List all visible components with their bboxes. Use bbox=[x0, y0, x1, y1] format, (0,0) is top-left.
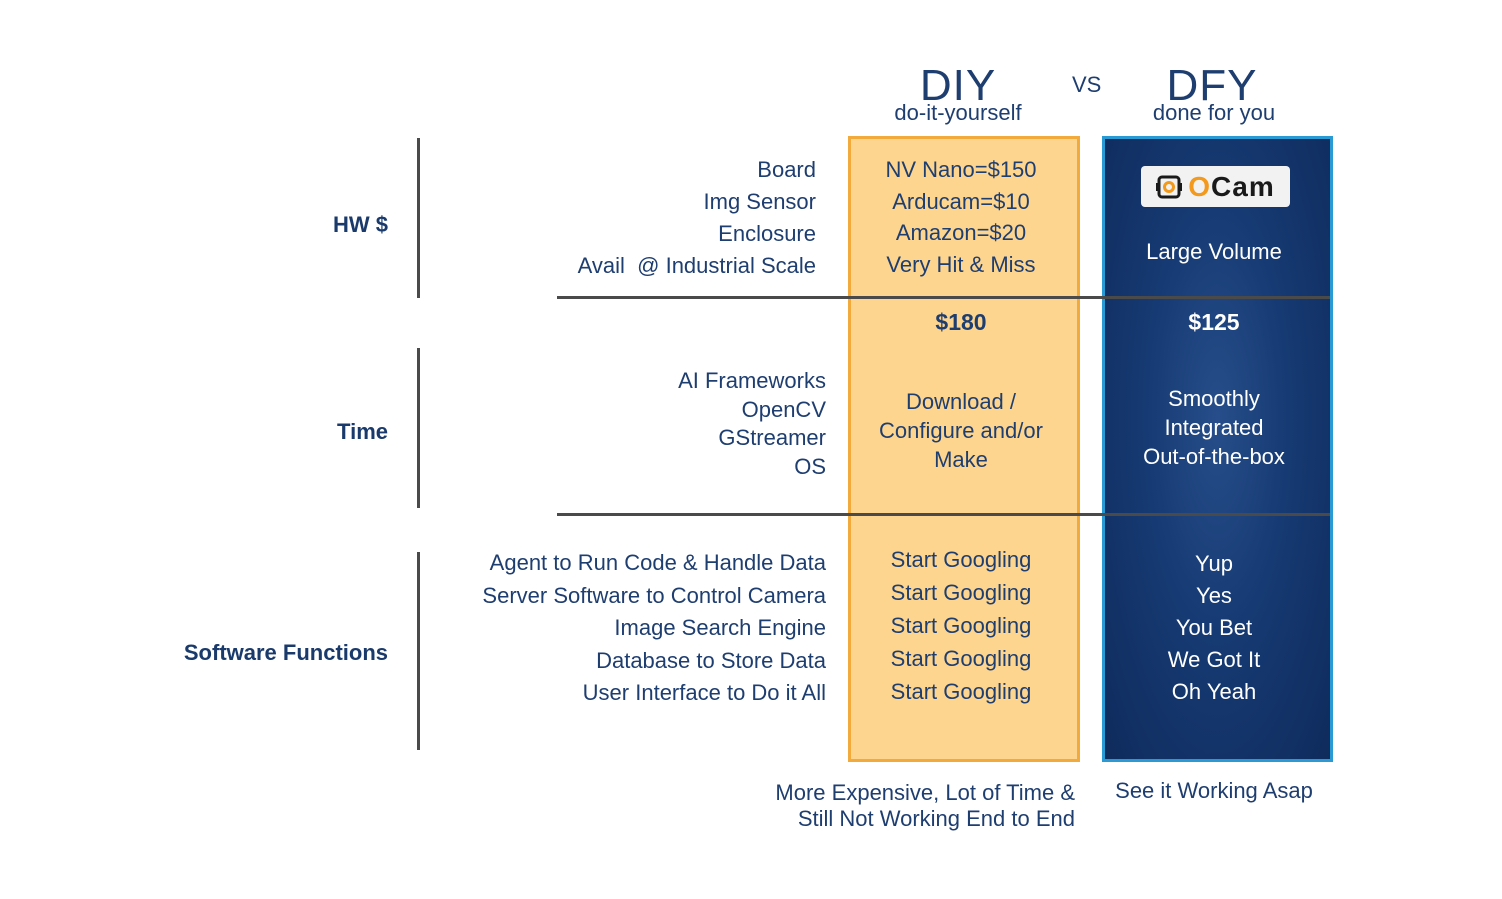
hw-diy-value: Amazon=$20 bbox=[895, 220, 1027, 245]
software-diy-value: Start Googling bbox=[890, 547, 1032, 572]
time-section-label: Time bbox=[337, 419, 388, 444]
software-divider-bar bbox=[417, 552, 420, 750]
hw-divider-bar bbox=[417, 138, 420, 298]
hw-dfy-value: Large Volume bbox=[1146, 239, 1282, 264]
ocam-logo: OCam bbox=[1141, 166, 1290, 207]
time-divider-bar bbox=[417, 348, 420, 508]
software-diy-value: Start Googling bbox=[890, 646, 1032, 671]
time-item: OpenCV bbox=[741, 396, 826, 422]
time-diy-values: Download / Configure and/or Make bbox=[851, 387, 1071, 474]
software-item: User Interface to Do it All bbox=[582, 680, 826, 705]
time-item: AI Frameworks bbox=[678, 368, 826, 393]
software-dfy-value: You Bet bbox=[1175, 615, 1253, 640]
hw-diy-value: NV Nano=$150 bbox=[885, 157, 1037, 182]
time-diy-value: Configure and/or bbox=[879, 418, 1043, 443]
time-dfy-value: Out-of-the-box bbox=[1143, 444, 1285, 469]
diy-footer: More Expensive, Lot of Time & Still Not … bbox=[700, 780, 1075, 832]
software-dfy-value: Yes bbox=[1196, 583, 1232, 608]
dfy-total: $125 bbox=[1188, 309, 1240, 335]
camera-chip-icon bbox=[1156, 175, 1183, 198]
time-diy-value: Download / bbox=[905, 389, 1017, 414]
software-diy-value: Start Googling bbox=[890, 580, 1032, 605]
hw-item: Img Sensor bbox=[703, 189, 817, 214]
software-dfy-values: Yup Yes You Bet We Got It Oh Yeah bbox=[1104, 548, 1324, 708]
diy-footer-line: More Expensive, Lot of Time & bbox=[775, 780, 1075, 805]
dfy-footer: See it Working Asap bbox=[1115, 778, 1313, 803]
diy-footer-line: Still Not Working End to End bbox=[797, 806, 1075, 831]
hw-diy-value: Arducam=$10 bbox=[892, 188, 1030, 214]
diy-title: DIY bbox=[919, 61, 997, 110]
time-item: OS bbox=[794, 453, 826, 479]
diy-subtitle: do-it-yourself bbox=[894, 100, 1022, 125]
software-item: Agent to Run Code & Handle Data bbox=[489, 550, 826, 575]
ocam-logo-text: OCam bbox=[1188, 170, 1275, 202]
hw-section-label: HW $ bbox=[333, 212, 388, 237]
hw-separator-line bbox=[557, 296, 1330, 299]
software-diy-value: Start Googling bbox=[890, 613, 1032, 638]
diy-column bbox=[848, 136, 1080, 762]
vs-label: VS bbox=[1072, 72, 1102, 97]
hw-diy-values: NV Nano=$150 Arducam=$10 Amazon=$20 Very… bbox=[851, 154, 1071, 280]
time-dfy-value: Integrated bbox=[1164, 415, 1264, 440]
hw-items: Board Img Sensor Enclosure Avail @ Indus… bbox=[500, 154, 816, 282]
software-item: Image Search Engine bbox=[614, 615, 826, 640]
hw-item: Avail @ Industrial Scale bbox=[577, 253, 816, 278]
software-dfy-value: Yup bbox=[1195, 551, 1233, 576]
diy-total: $180 bbox=[935, 309, 987, 335]
time-diy-value: Make bbox=[934, 447, 988, 472]
time-separator-line bbox=[557, 513, 1330, 516]
time-dfy-values: Smoothly Integrated Out-of-the-box bbox=[1104, 384, 1324, 471]
software-section-label: Software Functions bbox=[183, 640, 388, 665]
hw-diy-value: Very Hit & Miss bbox=[886, 251, 1036, 277]
software-items: Agent to Run Code & Handle Data Server S… bbox=[430, 547, 826, 710]
software-item: Database to Store Data bbox=[596, 647, 826, 673]
dfy-column bbox=[1102, 136, 1333, 762]
software-item: Server Software to Control Camera bbox=[482, 582, 826, 608]
time-item: GStreamer bbox=[718, 425, 826, 450]
time-dfy-value: Smoothly bbox=[1168, 386, 1260, 411]
software-diy-values: Start Googling Start Googling Start Goog… bbox=[851, 543, 1071, 708]
dfy-title: DFY bbox=[1166, 61, 1258, 110]
dfy-subtitle: done for you bbox=[1152, 100, 1276, 125]
time-items: AI Frameworks OpenCV GStreamer OS bbox=[560, 367, 826, 481]
software-diy-value: Start Googling bbox=[890, 679, 1032, 704]
hw-item: Board bbox=[757, 157, 816, 182]
software-dfy-value: We Got It bbox=[1167, 647, 1261, 672]
hw-item: Enclosure bbox=[718, 221, 816, 246]
software-dfy-value: Oh Yeah bbox=[1171, 679, 1257, 704]
